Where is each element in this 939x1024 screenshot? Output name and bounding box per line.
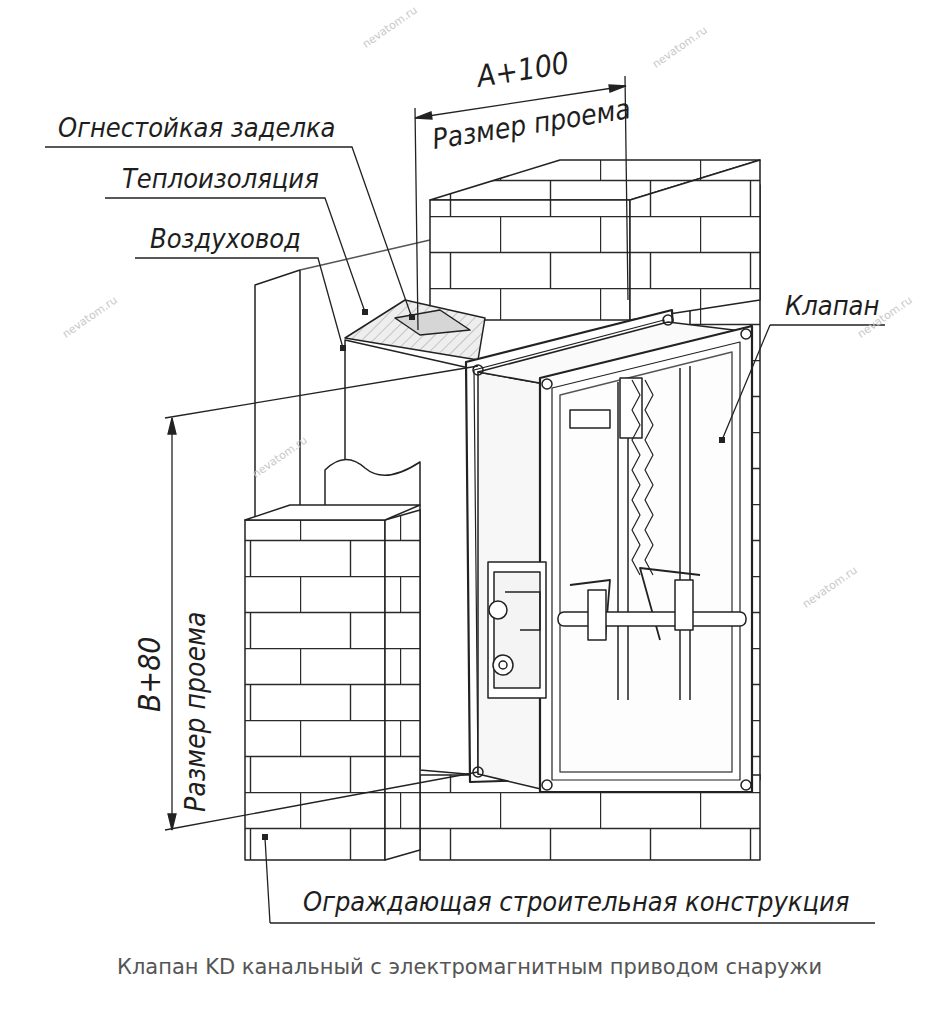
watermark: nevatom.ru: [800, 563, 860, 610]
dimension-label: B+80: [133, 636, 168, 712]
watermark: nevatom.ru: [360, 3, 420, 50]
part-label: Ограждающая строительная конструкция: [303, 886, 849, 917]
part-label: Огнестойкая заделка: [58, 112, 335, 143]
dimension-label: Размер проема: [430, 93, 633, 156]
watermark: nevatom.ru: [650, 23, 710, 70]
caption: Клапан KD канальный с электромагнитным п…: [117, 955, 822, 979]
part-label: Воздуховод: [150, 223, 301, 254]
dimension-label: Размер проема: [180, 612, 212, 812]
dimension-label: A+100: [475, 46, 572, 95]
part-label: Теплоизоляция: [122, 163, 319, 194]
watermark: nevatom.ru: [60, 293, 120, 340]
part-label: Клапан: [785, 290, 879, 321]
